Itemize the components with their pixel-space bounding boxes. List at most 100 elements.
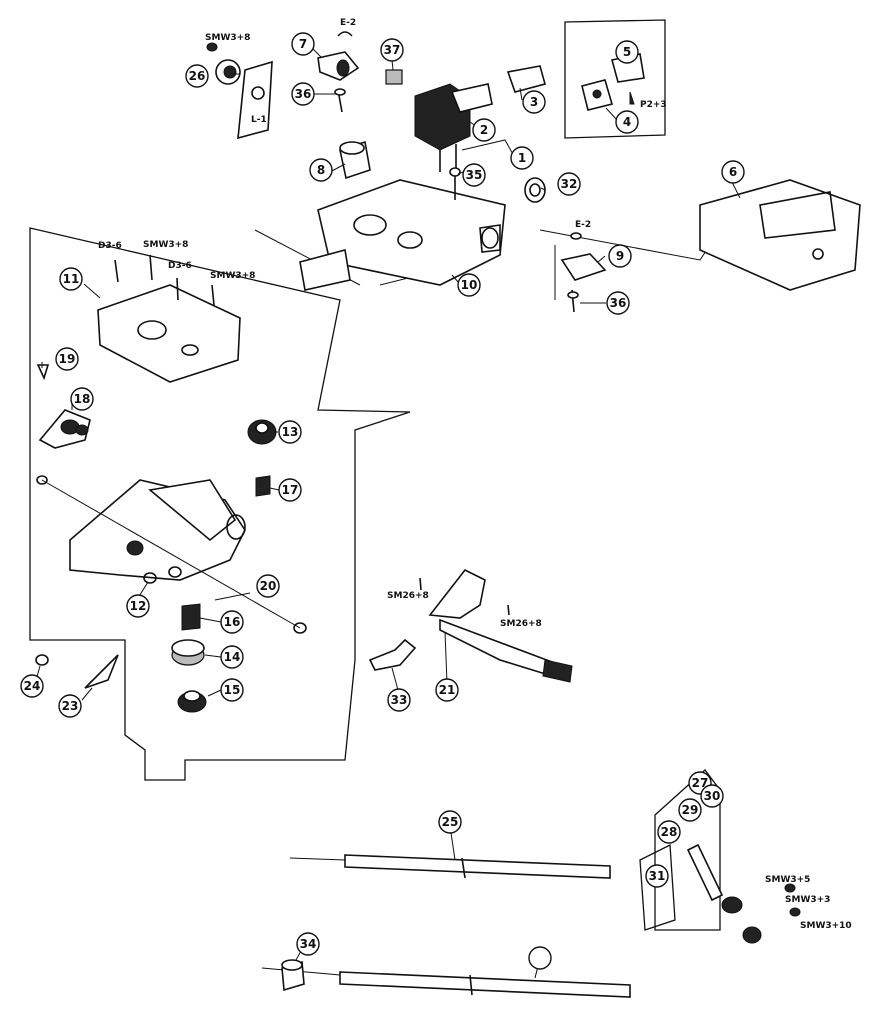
label-e2-right: E-2	[575, 220, 591, 230]
part-9-lever	[560, 253, 607, 281]
part-13-gear	[247, 419, 277, 445]
label-p23: P2+3	[640, 100, 667, 110]
part-35-pins	[449, 167, 461, 200]
callout-25: 25	[438, 810, 462, 834]
svg-text:3: 3	[530, 95, 538, 109]
callout-17: 17	[278, 478, 302, 502]
svg-text:13: 13	[282, 425, 299, 439]
callout-18: 18	[70, 387, 94, 411]
svg-text:37: 37	[384, 43, 401, 57]
svg-text:21: 21	[439, 683, 456, 697]
svg-text:11: 11	[63, 272, 80, 286]
part-20-cable	[36, 475, 307, 634]
part-11-plate	[97, 284, 241, 383]
label-d36-a: D3-6	[98, 241, 122, 251]
callout-36-right: 36	[606, 291, 630, 315]
callout-7: 7	[291, 32, 315, 56]
part-23-lever	[84, 654, 119, 689]
label-smw33: SMW3+3	[785, 895, 830, 905]
part-2-print-head	[414, 83, 493, 172]
callout-36-top: 36	[291, 82, 315, 106]
callout-33: 33	[387, 688, 411, 712]
part-26-knob	[215, 59, 241, 85]
svg-text:17: 17	[282, 483, 299, 497]
svg-text:5: 5	[623, 45, 631, 59]
svg-text:29: 29	[682, 803, 699, 817]
label-e2-top: E-2	[340, 18, 356, 28]
part-28-arm	[686, 843, 724, 902]
svg-text:6: 6	[729, 165, 737, 179]
part-15-gear	[177, 690, 207, 713]
e-clip-right-icon	[570, 232, 582, 240]
svg-text:23: 23	[62, 699, 79, 713]
callout-3: 3	[522, 90, 546, 114]
sm26-screws	[419, 577, 510, 616]
callout-26: 26	[185, 64, 209, 88]
callout-34: 34	[296, 932, 320, 956]
callout-22	[528, 946, 552, 970]
part-37-square	[385, 69, 403, 85]
callout-5: 5	[615, 40, 639, 64]
svg-text:32: 32	[561, 177, 578, 191]
part-4-bracket	[581, 79, 614, 111]
callout-32: 32	[557, 172, 581, 196]
part-17-spring	[255, 475, 271, 497]
mechanism-frame	[29, 227, 411, 781]
part-6-ribbon-cartridge	[699, 179, 861, 291]
svg-text:34: 34	[300, 937, 317, 951]
part-31-bracket	[639, 843, 676, 931]
label-sm26-b: SM26+8	[500, 619, 542, 629]
callout-37: 37	[380, 38, 404, 62]
callout-2: 2	[472, 118, 496, 142]
screw-p23-icon	[629, 91, 635, 105]
part-33-bracket	[368, 638, 417, 671]
svg-text:9: 9	[616, 249, 624, 263]
frame-lines	[29, 19, 721, 781]
callout-35: 35	[462, 163, 486, 187]
part-7-bracket	[317, 51, 360, 81]
callout-21: 21	[435, 678, 459, 702]
label-smw310: SMW3+10	[800, 921, 852, 931]
callout-30: 30	[700, 784, 724, 808]
part-24-screw	[35, 654, 49, 666]
head-inset-frame	[564, 19, 666, 139]
part-3-head-clip	[506, 65, 546, 93]
callout-11: 11	[59, 267, 83, 291]
callout-23: 23	[58, 694, 82, 718]
part-21-flex-cable	[428, 568, 573, 683]
svg-text:28: 28	[661, 825, 678, 839]
part-22-shaft	[261, 967, 631, 998]
callout-29: 29	[678, 798, 702, 822]
svg-text:12: 12	[130, 599, 147, 613]
callout-10: 10	[457, 273, 481, 297]
part-8-roller	[339, 140, 371, 180]
part-12-base-frame	[69, 479, 246, 584]
part-30-roller-assembly	[721, 896, 762, 944]
part-10-carriage	[299, 179, 506, 291]
screws-row-top	[114, 254, 215, 306]
svg-text:25: 25	[442, 815, 459, 829]
label-smw35: SMW3+5	[765, 875, 810, 885]
svg-text:20: 20	[260, 579, 277, 593]
svg-text:36: 36	[610, 296, 627, 310]
svg-text:19: 19	[59, 352, 76, 366]
svg-text:30: 30	[704, 789, 721, 803]
svg-text:18: 18	[74, 392, 91, 406]
svg-text:27: 27	[692, 776, 709, 790]
callout-6: 6	[721, 160, 745, 184]
callout-8: 8	[309, 158, 333, 182]
svg-text:1: 1	[518, 151, 526, 165]
callout-24: 24	[20, 674, 44, 698]
svg-text:7: 7	[299, 37, 307, 51]
part-34-collar	[281, 959, 305, 992]
svg-text:15: 15	[224, 683, 241, 697]
callout-4: 4	[615, 110, 639, 134]
svg-text:26: 26	[189, 69, 206, 83]
svg-text:31: 31	[649, 869, 666, 883]
callout-15: 15	[220, 678, 244, 702]
callout-1: 1	[510, 146, 534, 170]
svg-text:4: 4	[623, 115, 631, 129]
part-14-gear	[171, 639, 205, 666]
callout-12: 12	[126, 594, 150, 618]
